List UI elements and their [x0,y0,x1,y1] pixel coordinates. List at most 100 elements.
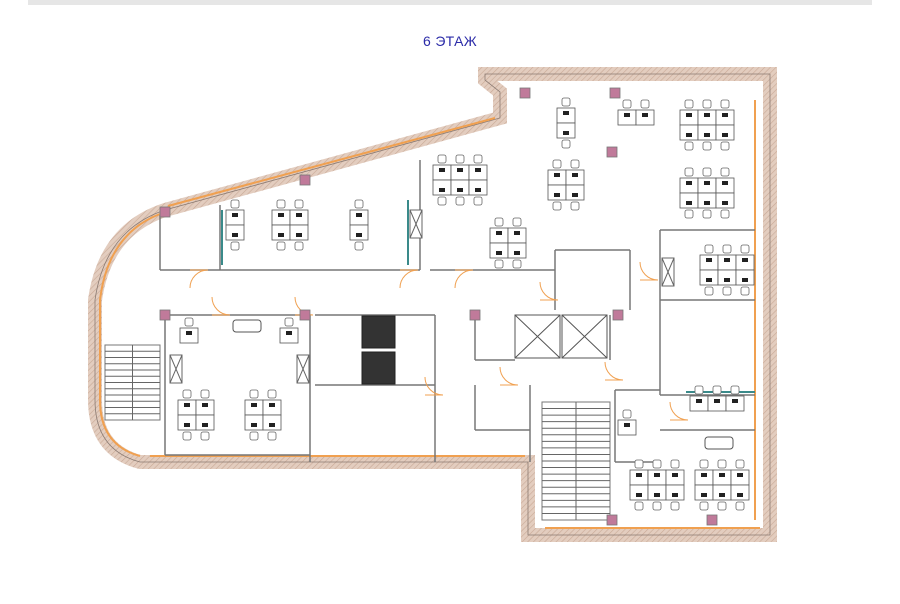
computer [475,168,481,172]
desk [556,122,576,139]
computer [654,493,660,497]
computer [186,331,192,335]
desk [244,414,264,431]
computer [672,493,678,497]
computer [554,193,560,197]
chair [652,501,662,511]
computer [457,188,463,192]
sofa [232,319,262,333]
cabinet-cross [169,354,183,384]
desk [179,327,199,344]
desk [715,109,735,126]
desk [565,184,585,201]
computer [704,201,710,205]
chair [720,141,730,151]
elevator-cross [514,314,561,359]
desk [697,109,717,126]
chair [634,459,644,469]
desk [468,179,488,196]
desk [177,414,197,431]
chair [182,389,192,399]
desk [717,254,737,271]
computer [719,473,725,477]
desk [679,192,699,209]
desk [489,242,509,259]
desk [271,209,291,226]
desk [730,469,750,486]
desk [450,164,470,181]
chair [622,99,632,109]
desk [262,399,282,416]
desk [717,269,737,286]
column [519,87,531,99]
column [606,146,618,158]
top-bar [28,0,872,5]
column [606,514,618,526]
desk [689,395,709,412]
desk [617,419,637,436]
desk [665,484,685,501]
chair [284,317,294,327]
chair [437,154,447,164]
computer [278,213,284,217]
computer [722,133,728,137]
computer [232,233,238,237]
chair [694,385,704,395]
column [612,309,624,321]
cabinet-cross [661,257,675,287]
computer [706,258,712,262]
chair [640,99,650,109]
chair [720,209,730,219]
window-curved [99,213,161,457]
door-swing [639,261,659,281]
computer [572,173,578,177]
cabinet-cross [296,354,310,384]
desk [697,124,717,141]
chair [702,209,712,219]
door-swing [189,269,209,289]
desk [547,184,567,201]
cabinet-cross [409,209,423,239]
computer [278,233,284,237]
computer [184,403,190,407]
desk [349,224,369,241]
chair [473,196,483,206]
computer [722,113,728,117]
chair [684,209,694,219]
desk [565,169,585,186]
chair [276,241,286,251]
desk [271,224,291,241]
desk [432,164,452,181]
chair [702,167,712,177]
chair [552,159,562,169]
chair [684,141,694,151]
door-swing [499,366,519,386]
desk [635,109,655,126]
door-swing [669,401,689,421]
chair [704,244,714,254]
computer [636,493,642,497]
column [706,514,718,526]
computer [296,213,302,217]
door-swing [604,361,624,381]
desk [699,254,719,271]
desk [195,414,215,431]
desk [694,484,714,501]
desk [679,177,699,194]
computer [514,231,520,235]
chair [720,99,730,109]
desk [507,227,527,244]
desk [665,469,685,486]
chair [473,154,483,164]
chair [552,201,562,211]
computer [563,131,569,135]
computer [624,423,630,427]
computer [686,133,692,137]
computer [624,113,630,117]
computer [696,399,702,403]
chair [494,217,504,227]
windows [99,100,760,529]
chair [684,99,694,109]
furniture [177,97,755,511]
chair [720,167,730,177]
